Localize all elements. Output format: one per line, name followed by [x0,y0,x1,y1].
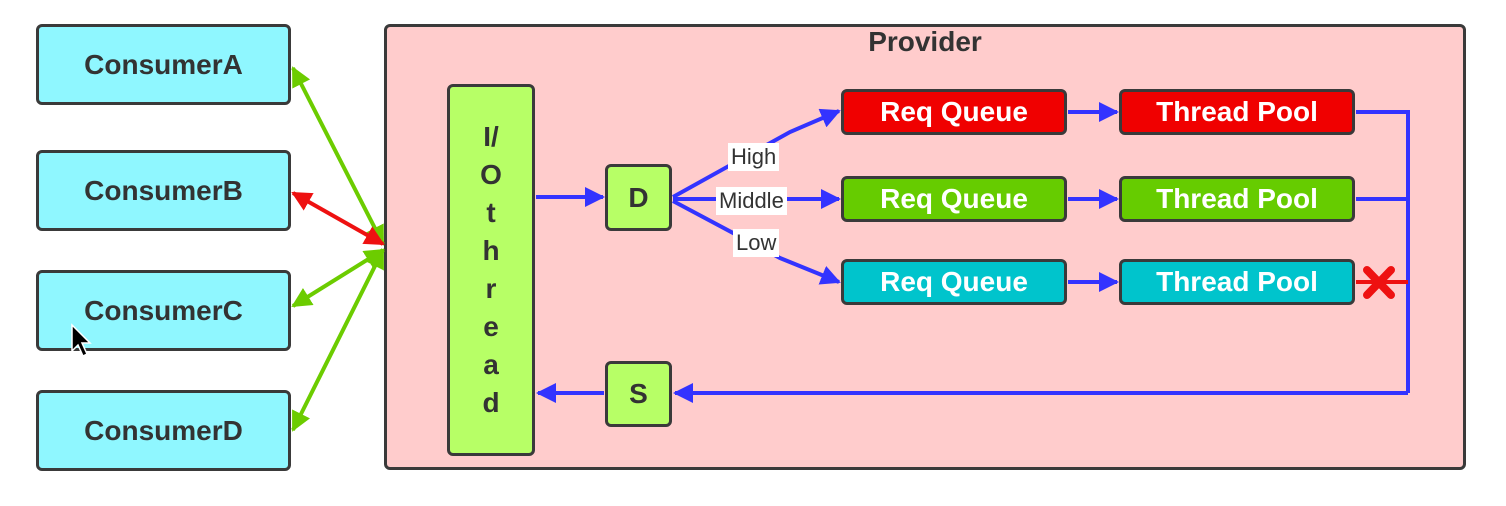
consumer-b-label: ConsumerB [84,174,243,206]
io-thread-box: I/ O t h r e a d [447,84,535,456]
low-req-queue-label: Req Queue [880,266,1028,297]
sender-label: S [629,378,648,409]
flow-dispatch-low [672,199,841,285]
high-req-queue-label: Req Queue [880,96,1028,127]
priority-label-low: Low [733,229,780,257]
middle-thread-pool: Thread Pool [1119,176,1355,222]
consumer-a-box: ConsumerA [36,24,291,105]
mouse-cursor-icon [71,323,92,358]
link-consumer-b [291,191,385,246]
flow-dispatch-high [672,108,841,199]
flow-high-pool-return [1356,110,1410,393]
low-thread-pool-label: Thread Pool [1156,266,1318,297]
block-x-icon [1363,266,1395,299]
low-req-queue: Req Queue [841,259,1067,305]
consumer-b-box: ConsumerB [36,150,291,231]
high-thread-pool: Thread Pool [1119,89,1355,135]
link-consumer-d [291,248,385,432]
sender-node: S [605,361,672,427]
priority-label-high: High [728,143,780,171]
dispatcher-node: D [605,164,672,231]
priority-label-middle: Middle [716,187,787,215]
middle-req-queue: Req Queue [841,176,1067,222]
middle-req-queue-label: Req Queue [880,183,1028,214]
consumer-c-label: ConsumerC [84,294,243,326]
provider-title: Provider [868,26,982,57]
dispatcher-label: D [628,181,649,213]
low-thread-pool: Thread Pool [1119,259,1355,305]
consumer-d-label: ConsumerD [84,414,243,446]
high-req-queue: Req Queue [841,89,1067,135]
consumer-a-label: ConsumerA [84,48,243,80]
consumer-d-box: ConsumerD [36,390,291,471]
io-thread-label: I/ O t h r e a d [480,121,502,418]
high-thread-pool-label: Thread Pool [1156,96,1318,127]
middle-thread-pool-label: Thread Pool [1156,183,1318,214]
